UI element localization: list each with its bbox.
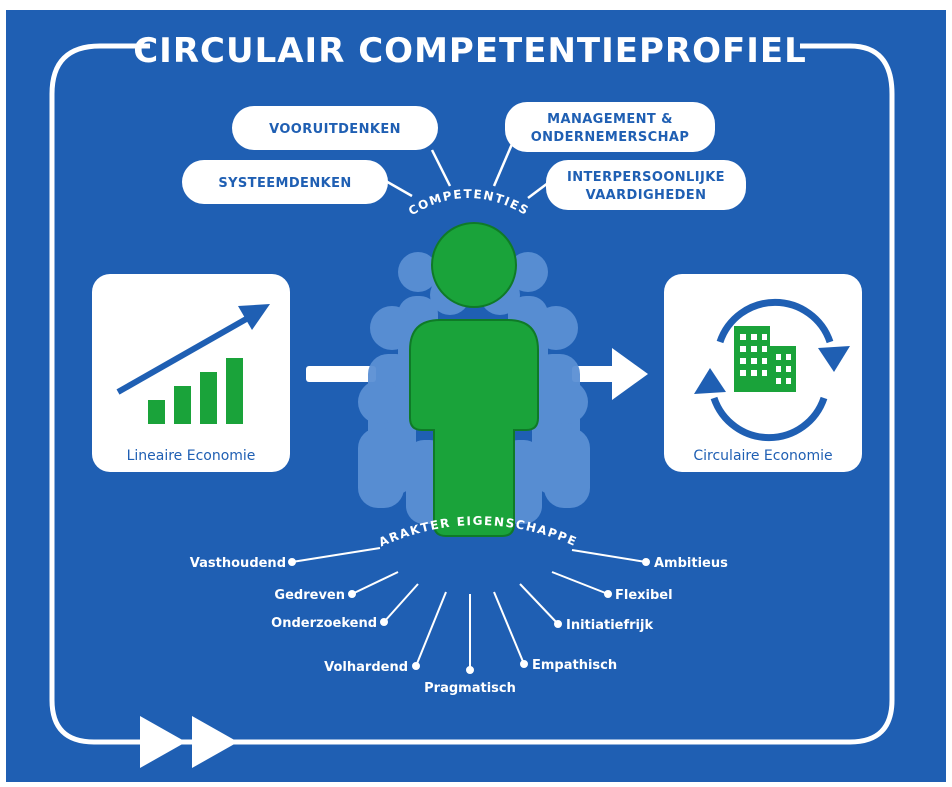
forward-arrow-icon xyxy=(192,716,238,768)
competency-systeemdenken: SYSTEEMDENKEN xyxy=(182,160,413,204)
svg-text:VAARDIGHEDEN: VAARDIGHEDEN xyxy=(586,188,707,203)
person-icon xyxy=(409,222,539,537)
forward-arrow-icon xyxy=(140,716,186,768)
frame-line xyxy=(49,43,895,745)
trait-vasthoudend: Vasthoudend xyxy=(190,556,286,571)
circular-economy-label: Circulaire Economie xyxy=(693,448,832,464)
trait-ambitieus: Ambitieus xyxy=(654,556,728,571)
trait-onderzoekend: Onderzoekend xyxy=(271,616,377,631)
svg-text:MANAGEMENT &: MANAGEMENT & xyxy=(547,112,673,127)
recycle-arrows-icon xyxy=(694,298,850,442)
competencies-label: COMPETENTIES xyxy=(406,187,532,218)
circular-economy-card: Circulaire Economie xyxy=(664,274,862,472)
svg-text:VOORUITDENKEN: VOORUITDENKEN xyxy=(269,122,401,137)
competency-interpersoonlijke-vaardigheden: INTERPERSOONLIJKE VAARDIGHEDEN xyxy=(527,160,746,210)
trait-initiatiefrijk: Initiatiefrijk xyxy=(566,618,653,633)
trait-flexibel: Flexibel xyxy=(615,588,673,603)
flow-arrow-right xyxy=(572,348,648,400)
buildings-icon xyxy=(734,326,796,392)
competency-vooruitdenken: VOORUITDENKEN xyxy=(232,106,452,187)
page-title: CIRCULAIR COMPETENTIEPROFIEL xyxy=(133,31,807,71)
trait-pragmatisch: Pragmatisch xyxy=(424,681,516,696)
trait-volhardend: Volhardend xyxy=(324,660,408,675)
linear-economy-card: Lineaire Economie xyxy=(92,274,290,472)
trait-gedreven: Gedreven xyxy=(274,588,345,603)
trait-empathisch: Empathisch xyxy=(532,658,617,673)
svg-text:INTERPERSOONLIJKE: INTERPERSOONLIJKE xyxy=(567,170,725,185)
flow-arrow-left xyxy=(306,366,376,382)
trait-leader-lines xyxy=(288,547,650,674)
svg-text:ONDERNEMERSCHAP: ONDERNEMERSCHAP xyxy=(531,130,690,145)
competency-management-ondernemerschap: MANAGEMENT & ONDERNEMERSCHAP xyxy=(492,102,715,187)
linear-economy-label: Lineaire Economie xyxy=(127,448,256,464)
svg-text:SYSTEEMDENKEN: SYSTEEMDENKEN xyxy=(218,176,351,191)
growth-chart-icon xyxy=(116,304,270,424)
